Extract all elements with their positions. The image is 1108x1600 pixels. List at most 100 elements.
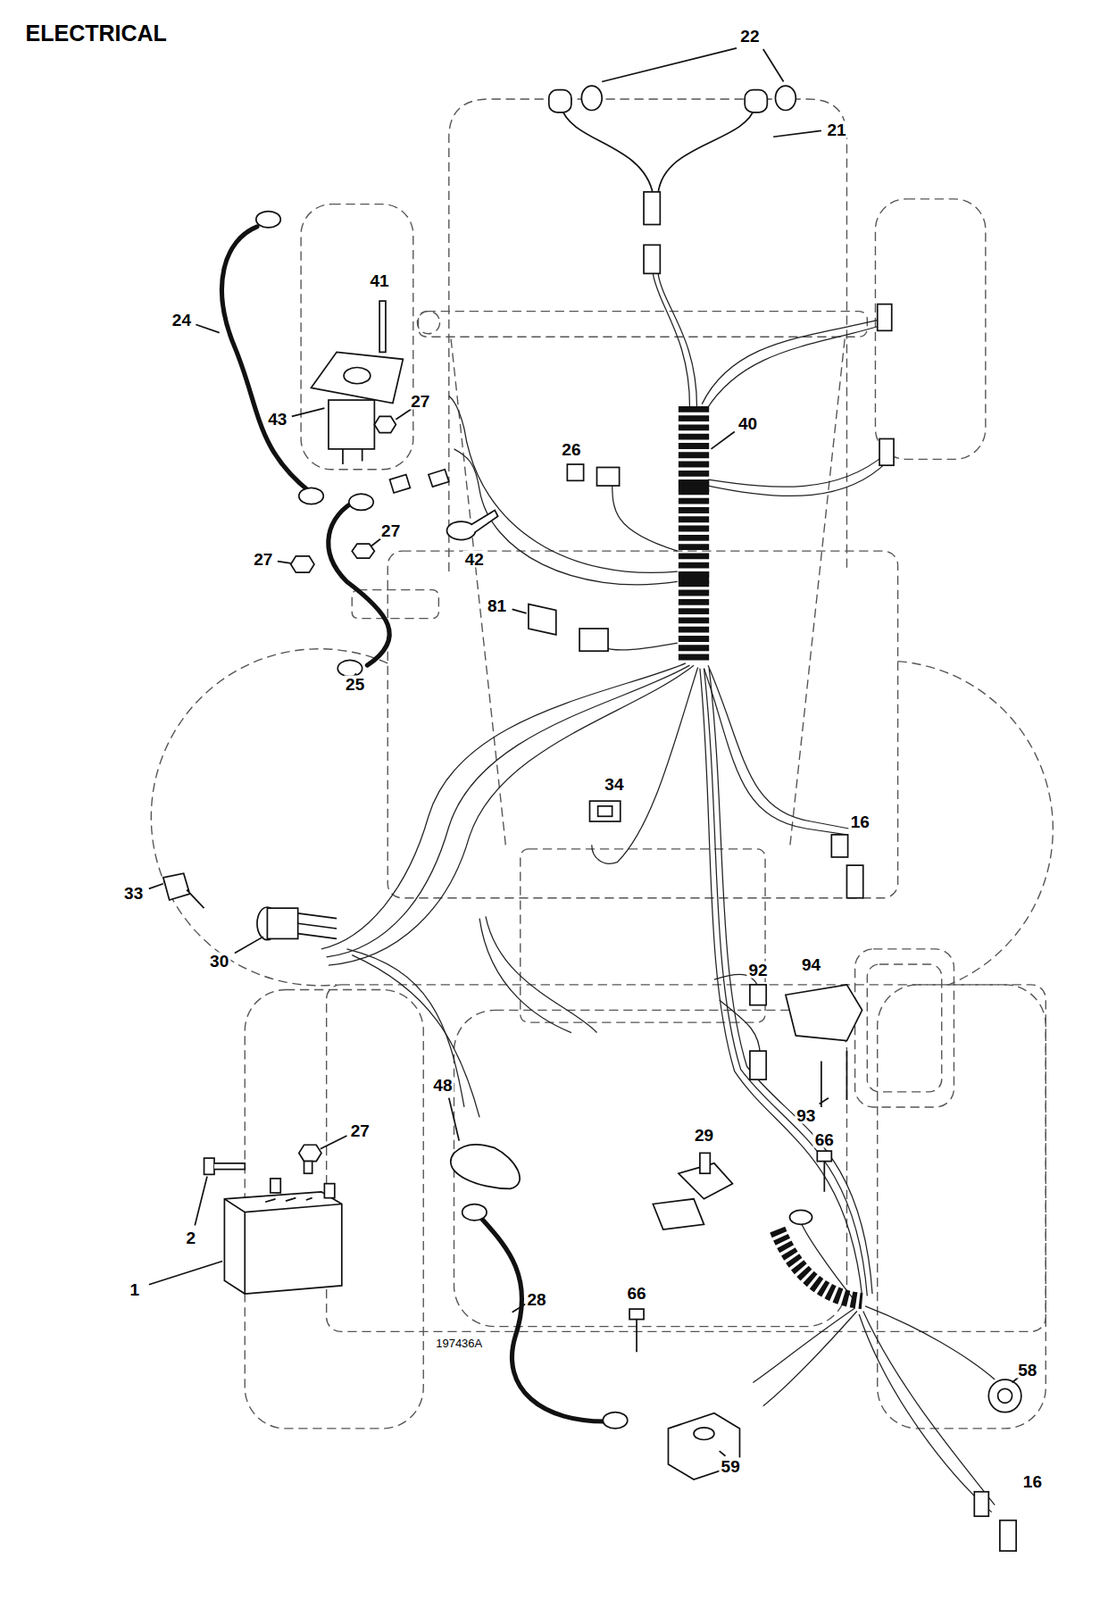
leader-line — [449, 1098, 459, 1142]
ring-terminal — [299, 487, 324, 504]
front-wheel-outline — [874, 199, 985, 459]
wire — [326, 665, 691, 958]
callout-number: 2 — [183, 1229, 198, 1247]
wire — [454, 449, 678, 585]
wire — [703, 668, 867, 1297]
battery-group — [204, 1157, 342, 1294]
bulb-socket — [549, 90, 572, 113]
callout-number: 1 — [128, 1281, 142, 1299]
connector — [999, 1520, 1017, 1551]
wire — [347, 949, 465, 1108]
callout-number: 24 — [170, 310, 193, 328]
bulb-socket — [744, 90, 767, 113]
harness-components — [447, 464, 621, 822]
clutch-switch — [998, 1388, 1013, 1403]
cable-clip — [447, 521, 476, 541]
wire — [612, 479, 678, 551]
leader-line — [371, 538, 381, 546]
fuse-holder — [596, 466, 619, 486]
leader-line — [1012, 1377, 1019, 1383]
callout-number: 16 — [849, 812, 872, 830]
wire — [703, 668, 847, 835]
screw — [821, 1050, 848, 1108]
leader-line — [194, 1176, 208, 1226]
connector — [831, 834, 848, 858]
nut — [374, 416, 396, 433]
nut — [304, 1161, 313, 1175]
pedal-outline — [866, 964, 942, 1092]
wire — [708, 665, 850, 829]
brake-switch — [785, 984, 863, 1042]
nut — [351, 543, 375, 559]
battery-terminal — [270, 1178, 281, 1193]
leader-line — [512, 1304, 526, 1313]
wire — [485, 916, 598, 1033]
callout-number: 25 — [343, 674, 367, 692]
callout-number: 28 — [524, 1290, 548, 1308]
wire — [449, 395, 678, 573]
screw-head — [816, 1150, 832, 1161]
switch-rocker — [598, 806, 613, 817]
leader-line — [719, 1450, 726, 1457]
wire — [591, 666, 699, 864]
leader-line — [149, 1261, 223, 1285]
wire-bundle — [321, 273, 995, 1512]
callout-number: 66 — [813, 1131, 836, 1149]
wire — [708, 461, 888, 497]
clutch-switch — [988, 1379, 1022, 1413]
battery — [224, 1191, 342, 1294]
callout-number: 16 — [1021, 1473, 1044, 1491]
wire — [763, 1311, 858, 1407]
ring-terminal — [349, 493, 374, 510]
headlight-harness — [560, 107, 755, 194]
wire — [706, 324, 884, 410]
connector — [846, 865, 863, 899]
front-wheel-outline — [300, 204, 414, 470]
relay — [528, 604, 557, 635]
connector — [879, 438, 894, 466]
leader-line — [234, 936, 264, 953]
connectors-and-switches — [629, 834, 1017, 1551]
harness-sleeve — [678, 406, 709, 664]
leader-line — [291, 408, 325, 417]
bolt-head — [204, 1157, 215, 1175]
pedal-outline — [855, 949, 955, 1108]
solenoid-post — [342, 449, 363, 465]
solenoid-bracket — [311, 351, 404, 403]
callout-number: 43 — [266, 409, 289, 427]
battery-cables — [222, 226, 611, 1422]
nut — [291, 556, 315, 573]
ignition-terminals — [298, 913, 337, 940]
seat-switch-plunger — [699, 1152, 710, 1174]
switch — [589, 800, 620, 822]
wire — [701, 318, 884, 405]
fuse — [566, 464, 584, 481]
wire — [479, 918, 572, 1034]
headlight-assembly — [549, 85, 894, 466]
wire — [863, 1311, 995, 1506]
screw — [823, 1157, 825, 1192]
leader-line — [819, 1098, 829, 1105]
wire — [865, 1306, 995, 1380]
screw — [635, 1316, 638, 1352]
wire — [858, 1314, 992, 1513]
harness-sleeve — [678, 479, 709, 584]
frame-outline — [418, 311, 868, 338]
ignition-switch — [266, 908, 298, 939]
rear-body-outline — [326, 984, 1047, 1333]
connector — [652, 1199, 704, 1230]
callout-number: 81 — [485, 596, 509, 614]
ring-terminal — [789, 1209, 812, 1225]
solenoid-top — [343, 366, 371, 384]
callout-number: 26 — [559, 440, 583, 458]
wire — [652, 273, 690, 407]
callout-number: 48 — [431, 1075, 454, 1093]
callout-number: 22 — [738, 26, 761, 44]
callout-number: 21 — [824, 121, 848, 139]
callout-number: 30 — [208, 952, 231, 970]
wire — [708, 668, 873, 1294]
leader-line — [710, 431, 734, 449]
tractor-outline — [150, 99, 1053, 1429]
leader-line — [320, 1135, 348, 1150]
